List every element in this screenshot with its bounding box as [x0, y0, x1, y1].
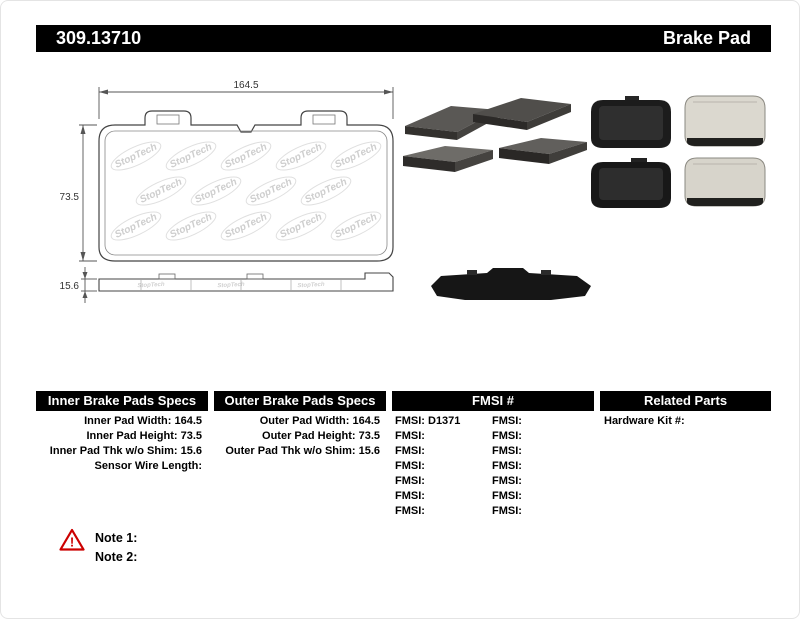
outer-specs-header: Outer Brake Pads Specs [214, 391, 386, 411]
inner-specs-header: Inner Brake Pads Specs [36, 391, 208, 411]
fmsi-cell: FMSI: [492, 475, 522, 487]
header-bar: 309.13710 Brake Pad [36, 25, 771, 52]
watermark-text: StopTech [217, 282, 245, 289]
product-photos [403, 95, 766, 300]
fmsi-cell: FMSI: [395, 505, 425, 517]
inner-spec-row: Sensor Wire Length: [94, 460, 202, 472]
dimension-height: 73.5 [60, 124, 97, 262]
pad-photo-group-2 [591, 95, 766, 208]
related-parts-header: Related Parts [600, 391, 771, 411]
fmsi-cell: FMSI: [395, 430, 425, 442]
part-number: 309.13710 [56, 28, 142, 48]
product-type-title: Brake Pad [662, 28, 751, 48]
fmsi-row: FMSI: FMSI: [392, 489, 594, 504]
fmsi-cell: FMSI: [395, 445, 425, 457]
fmsi-table: FMSI # FMSI: D1371 FMSI: FMSI: FMSI: FMS… [392, 391, 594, 519]
fmsi-cell: FMSI: [395, 490, 425, 502]
fmsi-cell: FMSI: [395, 475, 425, 487]
dimension-width: 164.5 [98, 80, 394, 119]
fmsi-cell: FMSI: [492, 490, 522, 502]
fmsi-cell: FMSI: [492, 505, 522, 517]
pad-photo-group-1 [403, 98, 587, 172]
fmsi-cell: FMSI: [492, 445, 522, 457]
dim-height-label: 73.5 [60, 192, 80, 203]
dim-thickness-label: 15.6 [60, 281, 80, 292]
fmsi-row: FMSI: FMSI: [392, 444, 594, 459]
watermark-text: StopTech [297, 282, 325, 289]
outer-spec-row: Outer Pad Height: 73.5 [262, 430, 380, 442]
note-1: Note 1: [95, 531, 138, 545]
inner-spec-row: Inner Pad Height: 73.5 [86, 430, 202, 442]
note-2: Note 2: [95, 550, 138, 564]
inner-spec-row: Inner Pad Width: 164.5 [84, 415, 202, 427]
fmsi-cell: FMSI: [492, 415, 522, 427]
dimension-thickness: 15.6 [60, 267, 97, 303]
fmsi-row: FMSI: FMSI: [392, 504, 594, 519]
outer-specs-table: Outer Brake Pads Specs Outer Pad Width: … [214, 391, 386, 459]
pad-side-view [98, 272, 394, 292]
svg-text:!: ! [70, 535, 74, 550]
outer-spec-row: Outer Pad Thk w/o Shim: 15.6 [225, 445, 380, 457]
related-parts-row: Hardware Kit #: [604, 415, 685, 427]
inner-specs-table: Inner Brake Pads Specs Inner Pad Width: … [36, 391, 208, 474]
inner-spec-row: Inner Pad Thk w/o Shim: 15.6 [49, 445, 202, 457]
fmsi-cell: FMSI: D1371 [395, 415, 461, 427]
fmsi-cell: FMSI: [492, 460, 522, 472]
watermark-text: StopTech [137, 282, 165, 289]
fmsi-cell: FMSI: [492, 430, 522, 442]
pad-profile-photo [431, 268, 591, 300]
pad-front-view [98, 110, 394, 262]
fmsi-row: FMSI: FMSI: [392, 459, 594, 474]
outer-spec-row: Outer Pad Width: 164.5 [259, 415, 380, 427]
fmsi-row: FMSI: D1371 FMSI: [392, 414, 594, 429]
watermark-pattern: StopTech StopTech StopTech StopTech Stop… [110, 141, 382, 289]
fmsi-cell: FMSI: [395, 460, 425, 472]
fmsi-row: FMSI: FMSI: [392, 474, 594, 489]
technical-drawing: StopTech StopTech StopTech StopTech Stop… [60, 80, 394, 303]
fmsi-row: FMSI: FMSI: [392, 429, 594, 444]
fmsi-header: FMSI # [392, 391, 594, 411]
dim-width-label: 164.5 [233, 80, 258, 91]
warning-triangle-icon: ! [59, 528, 85, 551]
related-parts-table: Related Parts Hardware Kit #: [600, 391, 771, 429]
